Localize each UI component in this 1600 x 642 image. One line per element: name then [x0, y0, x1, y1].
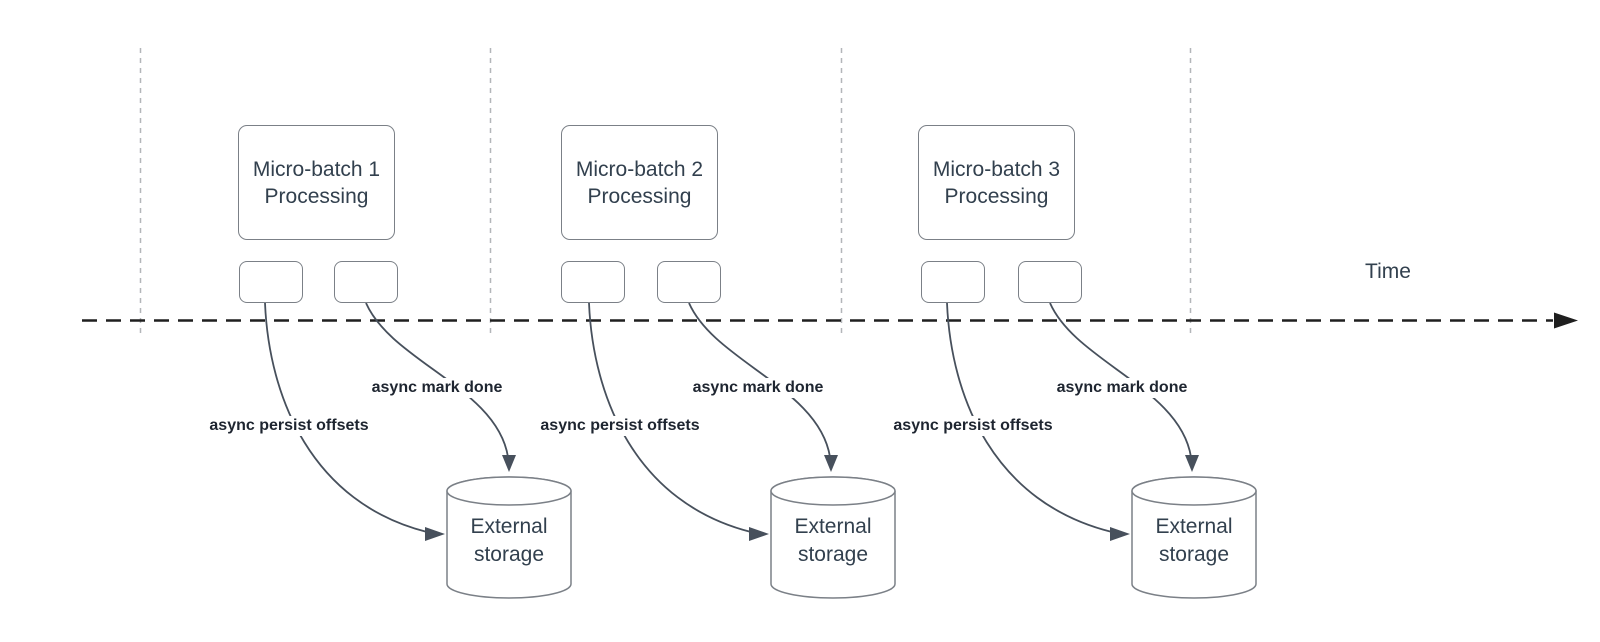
micro-batch-1-title-line2: Processing	[264, 184, 369, 208]
external-storage-label-1: External storage	[447, 513, 571, 569]
micro-batch-3-title-line2: Processing	[944, 184, 1049, 208]
persist-offsets-arrowhead-2	[749, 527, 769, 541]
persist-offsets-label-3: async persist offsets	[889, 416, 1057, 436]
mark-done-connector-3	[1049, 302, 1192, 458]
external-storage-cylinder-3	[1131, 476, 1257, 599]
persist-offsets-label-2: async persist offsets	[536, 416, 704, 436]
time-axis-label: Time	[1365, 260, 1411, 283]
mark-done-task-box-1	[334, 261, 398, 303]
mark-done-arrowhead-2	[824, 455, 838, 472]
cylinder-top-1	[446, 476, 572, 506]
external-storage-label-1-line2: storage	[473, 543, 545, 566]
external-storage-label-2-line1: External	[794, 515, 872, 538]
persist-offsets-label-1: async persist offsets	[205, 416, 373, 436]
mark-done-connector-1	[365, 302, 509, 458]
cylinder-top-2	[770, 476, 896, 506]
mark-done-connector-2	[688, 302, 831, 458]
persist-offsets-connector-1	[264, 302, 428, 533]
micro-batch-2-title-line1: Micro-batch 2	[575, 157, 704, 181]
persist-offsets-task-box-1	[239, 261, 303, 303]
persist-offsets-arrowhead-1	[425, 527, 445, 541]
mark-done-task-box-3	[1018, 261, 1082, 303]
micro-batch-1-title-line1: Micro-batch 1	[252, 157, 381, 181]
micro-batch-2-processing-box: Micro-batch 2 Processing	[561, 125, 718, 240]
persist-offsets-connector-3	[946, 302, 1113, 533]
external-storage-label-2-line2: storage	[797, 543, 869, 566]
micro-batch-1-processing-box: Micro-batch 1 Processing	[238, 125, 395, 240]
mark-done-arrowhead-1	[502, 455, 516, 472]
micro-batch-3-processing-box: Micro-batch 3 Processing	[918, 125, 1075, 240]
external-storage-cylinder-1	[446, 476, 572, 599]
mark-done-label-3: async mark done	[1052, 378, 1192, 398]
mark-done-label-1: async mark done	[367, 378, 507, 398]
micro-batch-3-title-line1: Micro-batch 3	[932, 157, 1061, 181]
mark-done-label-2: async mark done	[688, 378, 828, 398]
external-storage-label-3: External storage	[1132, 513, 1256, 569]
external-storage-label-3-line2: storage	[1158, 543, 1230, 566]
cylinder-top-3	[1131, 476, 1257, 506]
mark-done-arrowhead-3	[1185, 455, 1199, 472]
micro-batch-2-title-line2: Processing	[587, 184, 692, 208]
external-storage-label-1-line1: External	[470, 515, 548, 538]
external-storage-label-2: External storage	[771, 513, 895, 569]
external-storage-cylinder-2	[770, 476, 896, 599]
persist-offsets-task-box-2	[561, 261, 625, 303]
persist-offsets-arrowhead-3	[1110, 527, 1130, 541]
timeline-arrowhead-icon	[1554, 312, 1578, 329]
external-storage-label-3-line1: External	[1155, 515, 1233, 538]
persist-offsets-connector-2	[588, 302, 752, 533]
mark-done-task-box-2	[657, 261, 721, 303]
persist-offsets-task-box-3	[921, 261, 985, 303]
